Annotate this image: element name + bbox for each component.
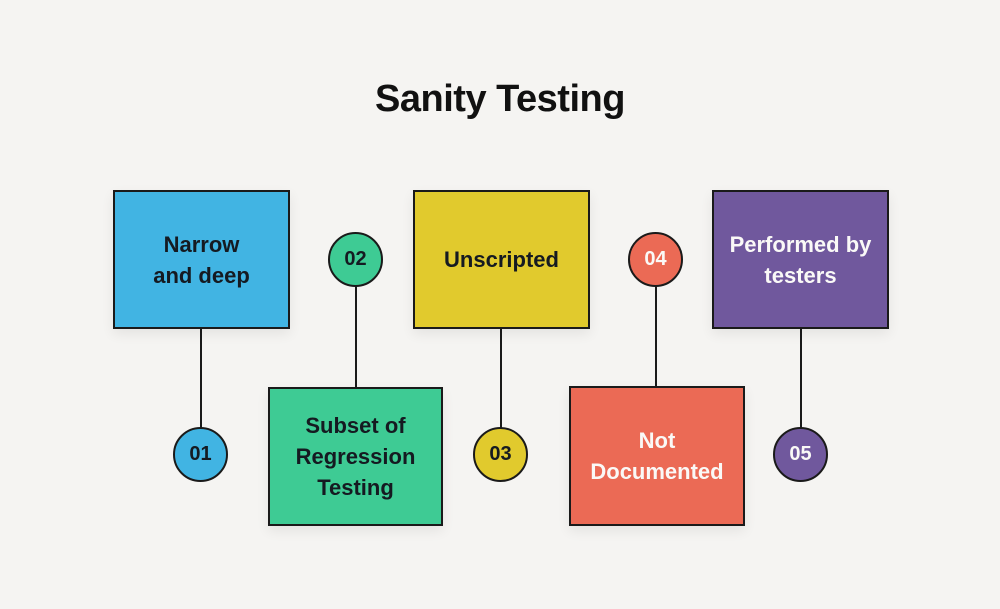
- badge-01: 01: [173, 427, 228, 482]
- box-narrow-and-deep: Narrow and deep: [113, 190, 290, 329]
- badge-number: 01: [189, 443, 212, 465]
- connector-line-02: [355, 285, 357, 388]
- connector-line-04: [655, 285, 657, 387]
- box-label: Unscripted: [444, 247, 559, 272]
- connector-line-01: [200, 329, 202, 429]
- badge-number: 04: [644, 248, 667, 270]
- box-subset-of-regression-testing: Subset of Regression Testing: [268, 387, 443, 526]
- badge-number: 05: [789, 443, 812, 465]
- box-performed-by-testers: Performed by testers: [712, 190, 889, 329]
- badge-number: 03: [489, 443, 512, 465]
- box-unscripted: Unscripted: [413, 190, 590, 329]
- box-label: Not Documented: [590, 428, 724, 484]
- box-label: Performed by testers: [729, 231, 872, 288]
- badge-02: 02: [328, 232, 383, 287]
- box-not-documented: Not Documented: [569, 386, 745, 526]
- badge-03: 03: [473, 427, 528, 482]
- box-label: Narrow and deep: [153, 231, 250, 288]
- diagram-title: Sanity Testing: [375, 78, 625, 120]
- connector-line-03: [500, 328, 502, 428]
- badge-number: 02: [344, 248, 367, 270]
- badge-04: 04: [628, 232, 683, 287]
- connector-line-05: [800, 328, 802, 428]
- badge-05: 05: [773, 427, 828, 482]
- box-label: Subset of Regression Testing: [295, 413, 416, 500]
